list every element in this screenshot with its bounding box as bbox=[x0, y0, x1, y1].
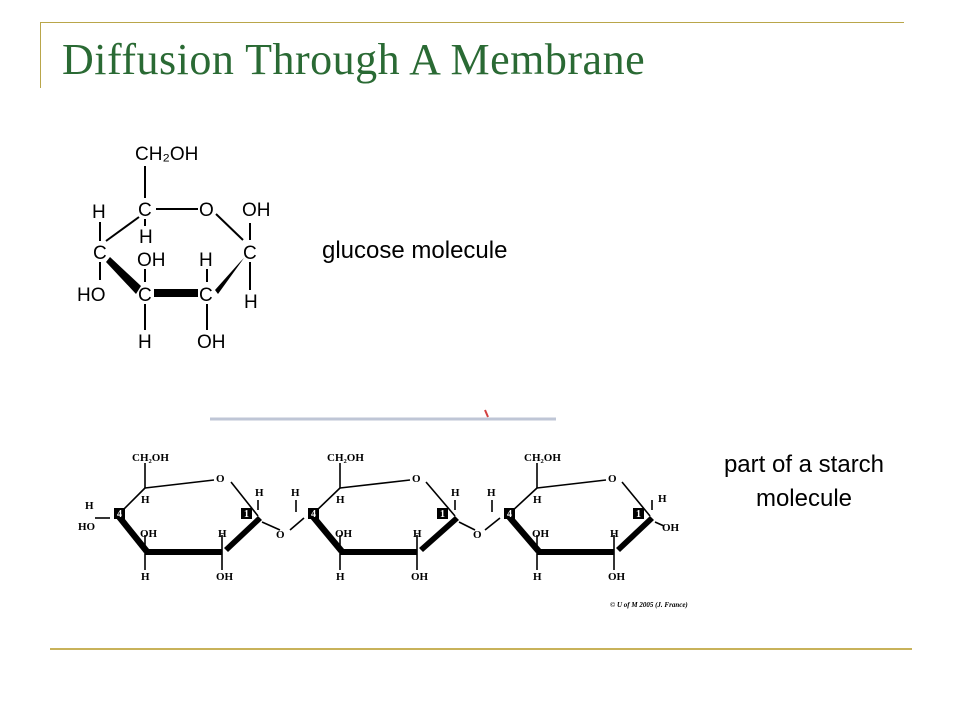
starch-ring2-c1-h-label: H bbox=[451, 487, 460, 499]
starch-ring1-c4-number: 4 bbox=[117, 509, 122, 520]
starch-molecule-label: part of a starch molecule bbox=[723, 451, 885, 512]
starch-bonds bbox=[95, 463, 665, 570]
starch-ring3-c4-h-label: H bbox=[487, 487, 496, 499]
starch-ring3-ch2oh-label: CH₂OH bbox=[524, 452, 561, 464]
starch-ring1-c4-h-label: H bbox=[85, 500, 94, 512]
glucose-c3-h-label: H bbox=[138, 332, 152, 353]
slide-frame-bottom bbox=[50, 648, 912, 650]
starch-ring1-c1-h-label: H bbox=[255, 487, 264, 499]
starch-wedge-bonds bbox=[116, 513, 654, 555]
glucose-c2-label: C bbox=[199, 285, 213, 306]
starch-ring3-c3-h-label: H bbox=[533, 571, 542, 583]
scan-artifact-mark bbox=[484, 409, 489, 418]
glucose-molecule-label: glucose molecule bbox=[322, 237, 508, 264]
glucose-bonds bbox=[99, 166, 251, 330]
starch-ring2-c4-h-label: H bbox=[291, 487, 300, 499]
starch-ring1-c1-box bbox=[241, 508, 252, 519]
glucose-c3-label: C bbox=[138, 285, 152, 306]
starch-ring3-c2-oh-label: OH bbox=[608, 571, 626, 583]
starch-ring2-c2-oh-label: OH bbox=[411, 571, 429, 583]
glucose-ch2oh-label: CH₂OH bbox=[135, 144, 198, 165]
slide-frame-top bbox=[40, 22, 904, 23]
starch-ring1-oxygen-label: O bbox=[216, 473, 225, 485]
starch-ring3-c2-h-label: H bbox=[610, 528, 619, 540]
starch-ring1-c1-number: 1 bbox=[244, 509, 249, 520]
starch-ring3-c4-box bbox=[504, 508, 515, 519]
starch-ring2-ch2oh-label: CH₂OH bbox=[327, 452, 364, 464]
glucose-c3-oh-label: OH bbox=[137, 250, 166, 271]
glucose-c2-oh-label: OH bbox=[197, 332, 226, 353]
starch-ring1-c2-oh-label: OH bbox=[216, 571, 234, 583]
starch-ring2-c3-h-label: H bbox=[336, 571, 345, 583]
starch-ring3-c1-oh-label: OH bbox=[662, 522, 680, 534]
glucose-c5-label: C bbox=[138, 200, 152, 221]
starch-ring3-c1-number: 1 bbox=[636, 509, 641, 520]
starch-ring1-c3-oh-label: OH bbox=[140, 528, 158, 540]
starch-ring3-oxygen-label: O bbox=[608, 473, 617, 485]
starch-ring1-ch2oh-label: CH₂OH bbox=[132, 452, 169, 464]
glucose-c2-h-label: H bbox=[199, 250, 213, 271]
starch-ring-number-boxes bbox=[114, 508, 644, 519]
glucose-wedge-bonds bbox=[106, 257, 244, 297]
starch-ring2-c1-box bbox=[437, 508, 448, 519]
starch-ring1-c4-ho-label: HO bbox=[78, 521, 96, 533]
starch-ring3-c3-oh-label: OH bbox=[532, 528, 550, 540]
starch-ring2-c4-box bbox=[308, 508, 319, 519]
starch-ring2-c3-oh-label: OH bbox=[335, 528, 353, 540]
starch-ring1-c4-box bbox=[114, 508, 125, 519]
starch-ring3-c5-h-label: H bbox=[533, 494, 542, 506]
starch-ring2-oxygen-label: O bbox=[412, 473, 421, 485]
slide-title: Diffusion Through A Membrane bbox=[62, 35, 646, 84]
starch-ring1-c2-h-label: H bbox=[218, 528, 227, 540]
starch-glycosidic-oxygen-2-label: O bbox=[473, 529, 482, 541]
starch-glycosidic-oxygen-1-label: O bbox=[276, 529, 285, 541]
starch-ring3-c1-h-label: H bbox=[658, 493, 667, 505]
starch-ring3-c1-box bbox=[633, 508, 644, 519]
glucose-c4-h-label: H bbox=[92, 202, 106, 223]
starch-ring2-c5-h-label: H bbox=[336, 494, 345, 506]
starch-ring2-c4-number: 4 bbox=[311, 509, 316, 520]
starch-copyright-note: © U of M 2005 (J. France) bbox=[610, 601, 688, 609]
glucose-c4-label: C bbox=[93, 243, 107, 264]
starch-ring1-c3-h-label: H bbox=[141, 571, 150, 583]
glucose-c1-oh-label: OH bbox=[242, 200, 271, 221]
glucose-c1-h-label: H bbox=[244, 292, 258, 313]
starch-ring2-c2-h-label: H bbox=[413, 528, 422, 540]
starch-ring2-c1-number: 1 bbox=[440, 509, 445, 520]
slide-frame-left bbox=[40, 22, 41, 88]
glucose-c4-ho-label: HO bbox=[77, 285, 106, 306]
glucose-ring-oxygen-label: O bbox=[199, 200, 214, 221]
starch-ring3-c4-number: 4 bbox=[507, 509, 512, 520]
glucose-c5-h-label: H bbox=[139, 227, 153, 248]
starch-ring1-c5-h-label: H bbox=[141, 494, 150, 506]
glucose-c1-label: C bbox=[243, 243, 257, 264]
